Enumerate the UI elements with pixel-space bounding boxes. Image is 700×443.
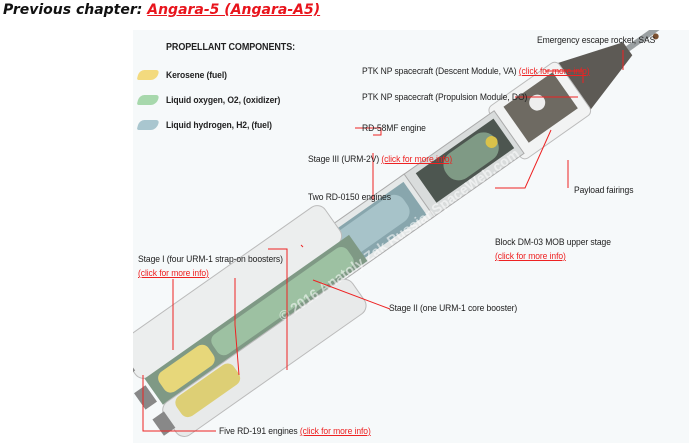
previous-chapter-link[interactable]: Angara-5 (Angara-A5): [147, 2, 321, 18]
rd191-text: Five RD-191 engines: [219, 426, 298, 437]
sas-tower: [625, 30, 689, 52]
nose-cone: [553, 42, 633, 114]
label-rd0150: Two RD-0150 engines: [308, 192, 391, 203]
rocket-diagram: © 2016 Anatoly Zak RussianSpaceWeb.com P…: [133, 30, 689, 443]
stage3-text: Stage III (URM-2V): [308, 154, 380, 165]
stage3-more-info-link[interactable]: (click for more info): [381, 154, 453, 165]
stage1-more-info-link[interactable]: (click for more info): [138, 268, 209, 279]
label-stage-1: Stage I (four URM-1 strap-on boosters): [138, 254, 283, 265]
label-propulsion-module: PTK NP spacecraft (Propulsion Module, DO…: [362, 92, 528, 103]
legend-hydrogen: Liquid hydrogen, H2, (fuel): [166, 120, 272, 131]
label-sas: Emergency escape rocket, SAS: [537, 35, 656, 46]
rocket-illustration: © 2016 Anatoly Zak RussianSpaceWeb.com: [133, 30, 689, 437]
label-rd58mf: RD-58MF engine: [362, 123, 426, 134]
label-rd191: Five RD-191 engines (click for more info…: [219, 426, 371, 437]
previous-chapter-label: Previous chapter:: [3, 2, 143, 18]
rd191-more-info-link[interactable]: (click for more info): [299, 426, 371, 437]
legend-oxygen: Liquid oxygen, O2, (oxidizer): [166, 95, 281, 106]
label-stage-3: Stage III (URM-2V) (click for more info): [308, 154, 452, 165]
descent-text: PTK NP spacecraft (Descent Module, VA): [362, 66, 517, 77]
legend-kerosene: Kerosene (fuel): [166, 70, 227, 81]
block-dm-more-info-link[interactable]: (click for more info): [495, 251, 566, 262]
previous-chapter: Previous chapter: Angara-5 (Angara-A5): [3, 2, 320, 18]
label-stage-2: Stage II (one URM-1 core booster): [389, 303, 518, 314]
legend-title: PROPELLANT COMPONENTS:: [166, 42, 296, 53]
descent-more-info-link[interactable]: (click for more info): [518, 66, 590, 77]
label-block-dm: Block DM-03 MOB upper stage: [495, 237, 611, 248]
label-payload-fairings: Payload fairings: [574, 185, 634, 196]
label-descent-module: PTK NP spacecraft (Descent Module, VA) (…: [362, 66, 590, 77]
